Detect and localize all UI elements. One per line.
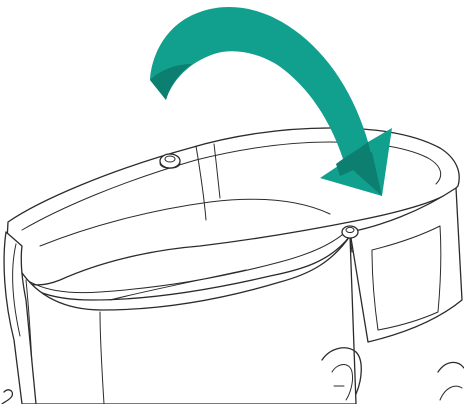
bassinet-body <box>4 128 464 404</box>
corner-mark <box>2 390 12 404</box>
